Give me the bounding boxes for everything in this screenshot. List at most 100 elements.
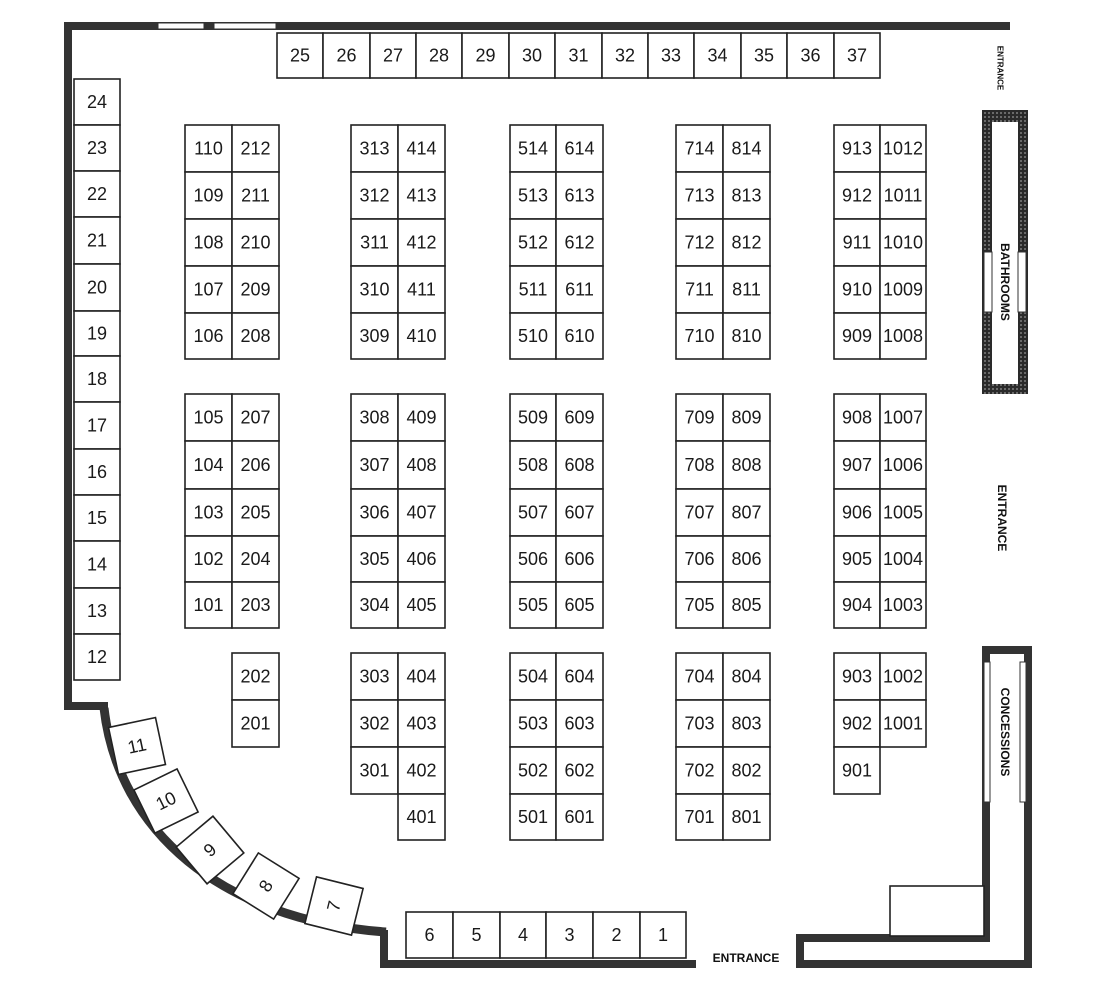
booth-504[interactable]: 504 <box>509 652 557 701</box>
booth-26[interactable]: 26 <box>322 32 371 79</box>
booth-514[interactable]: 514 <box>509 124 557 173</box>
booth-908[interactable]: 908 <box>833 393 881 442</box>
booth-507[interactable]: 507 <box>509 488 557 537</box>
booth-510[interactable]: 510 <box>509 312 557 360</box>
booth-712[interactable]: 712 <box>675 218 724 267</box>
booth-601[interactable]: 601 <box>555 793 604 841</box>
booth-16[interactable]: 16 <box>73 448 121 496</box>
booth-303[interactable]: 303 <box>350 652 399 701</box>
booth-706[interactable]: 706 <box>675 535 724 583</box>
booth-613[interactable]: 613 <box>555 171 604 220</box>
booth-701[interactable]: 701 <box>675 793 724 841</box>
booth-907[interactable]: 907 <box>833 440 881 490</box>
booth-709[interactable]: 709 <box>675 393 724 442</box>
booth-3[interactable]: 3 <box>545 911 594 959</box>
booth-508[interactable]: 508 <box>509 440 557 490</box>
booth-413[interactable]: 413 <box>397 171 446 220</box>
booth-607[interactable]: 607 <box>555 488 604 537</box>
booth-411[interactable]: 411 <box>397 265 446 314</box>
booth-710[interactable]: 710 <box>675 312 724 360</box>
booth-604[interactable]: 604 <box>555 652 604 701</box>
booth-711[interactable]: 711 <box>675 265 724 314</box>
booth-609[interactable]: 609 <box>555 393 604 442</box>
booth-201[interactable]: 201 <box>231 699 280 748</box>
booth-311[interactable]: 311 <box>350 218 399 267</box>
booth-805[interactable]: 805 <box>722 581 771 629</box>
booth-306[interactable]: 306 <box>350 488 399 537</box>
booth-108[interactable]: 108 <box>184 218 233 267</box>
booth-305[interactable]: 305 <box>350 535 399 583</box>
booth-105[interactable]: 105 <box>184 393 233 442</box>
booth-206[interactable]: 206 <box>231 440 280 490</box>
booth-912[interactable]: 912 <box>833 171 881 220</box>
booth-209[interactable]: 209 <box>231 265 280 314</box>
booth-713[interactable]: 713 <box>675 171 724 220</box>
booth-1010[interactable]: 1010 <box>879 218 927 267</box>
booth-804[interactable]: 804 <box>722 652 771 701</box>
booth-20[interactable]: 20 <box>73 263 121 312</box>
booth-512[interactable]: 512 <box>509 218 557 267</box>
booth-808[interactable]: 808 <box>722 440 771 490</box>
booth-402[interactable]: 402 <box>397 746 446 795</box>
booth-405[interactable]: 405 <box>397 581 446 629</box>
booth-15[interactable]: 15 <box>73 494 121 542</box>
booth-803[interactable]: 803 <box>722 699 771 748</box>
booth-102[interactable]: 102 <box>184 535 233 583</box>
booth-312[interactable]: 312 <box>350 171 399 220</box>
booth-611[interactable]: 611 <box>555 265 604 314</box>
booth-911[interactable]: 911 <box>833 218 881 267</box>
booth-103[interactable]: 103 <box>184 488 233 537</box>
booth-905[interactable]: 905 <box>833 535 881 583</box>
booth-702[interactable]: 702 <box>675 746 724 795</box>
booth-707[interactable]: 707 <box>675 488 724 537</box>
booth-1008[interactable]: 1008 <box>879 312 927 360</box>
booth-13[interactable]: 13 <box>73 587 121 635</box>
booth-106[interactable]: 106 <box>184 312 233 360</box>
booth-509[interactable]: 509 <box>509 393 557 442</box>
booth-603[interactable]: 603 <box>555 699 604 748</box>
booth-25[interactable]: 25 <box>276 32 324 79</box>
booth-203[interactable]: 203 <box>231 581 280 629</box>
booth-708[interactable]: 708 <box>675 440 724 490</box>
booth-205[interactable]: 205 <box>231 488 280 537</box>
booth-11[interactable]: 11 <box>107 716 167 776</box>
booth-503[interactable]: 503 <box>509 699 557 748</box>
booth-109[interactable]: 109 <box>184 171 233 220</box>
booth-29[interactable]: 29 <box>461 32 510 79</box>
booth-1[interactable]: 1 <box>639 911 687 959</box>
booth-807[interactable]: 807 <box>722 488 771 537</box>
booth-704[interactable]: 704 <box>675 652 724 701</box>
booth-17[interactable]: 17 <box>73 401 121 450</box>
booth-31[interactable]: 31 <box>554 32 603 79</box>
booth-404[interactable]: 404 <box>397 652 446 701</box>
booth-904[interactable]: 904 <box>833 581 881 629</box>
booth-814[interactable]: 814 <box>722 124 771 173</box>
booth-19[interactable]: 19 <box>73 310 121 357</box>
booth-23[interactable]: 23 <box>73 124 121 172</box>
booth-407[interactable]: 407 <box>397 488 446 537</box>
booth-36[interactable]: 36 <box>786 32 835 79</box>
booth-212[interactable]: 212 <box>231 124 280 173</box>
booth-8[interactable]: 8 <box>231 851 301 921</box>
booth-608[interactable]: 608 <box>555 440 604 490</box>
booth-902[interactable]: 902 <box>833 699 881 748</box>
booth-313[interactable]: 313 <box>350 124 399 173</box>
booth-406[interactable]: 406 <box>397 535 446 583</box>
booth-806[interactable]: 806 <box>722 535 771 583</box>
booth-21[interactable]: 21 <box>73 216 121 265</box>
booth-602[interactable]: 602 <box>555 746 604 795</box>
booth-1004[interactable]: 1004 <box>879 535 927 583</box>
booth-705[interactable]: 705 <box>675 581 724 629</box>
booth-614[interactable]: 614 <box>555 124 604 173</box>
booth-10[interactable]: 10 <box>132 767 200 835</box>
booth-811[interactable]: 811 <box>722 265 771 314</box>
booth-28[interactable]: 28 <box>415 32 463 79</box>
booth-501[interactable]: 501 <box>509 793 557 841</box>
booth-18[interactable]: 18 <box>73 355 121 403</box>
booth-6[interactable]: 6 <box>405 911 454 959</box>
booth-1006[interactable]: 1006 <box>879 440 927 490</box>
booth-110[interactable]: 110 <box>184 124 233 173</box>
booth-714[interactable]: 714 <box>675 124 724 173</box>
booth-30[interactable]: 30 <box>508 32 556 79</box>
booth-408[interactable]: 408 <box>397 440 446 490</box>
